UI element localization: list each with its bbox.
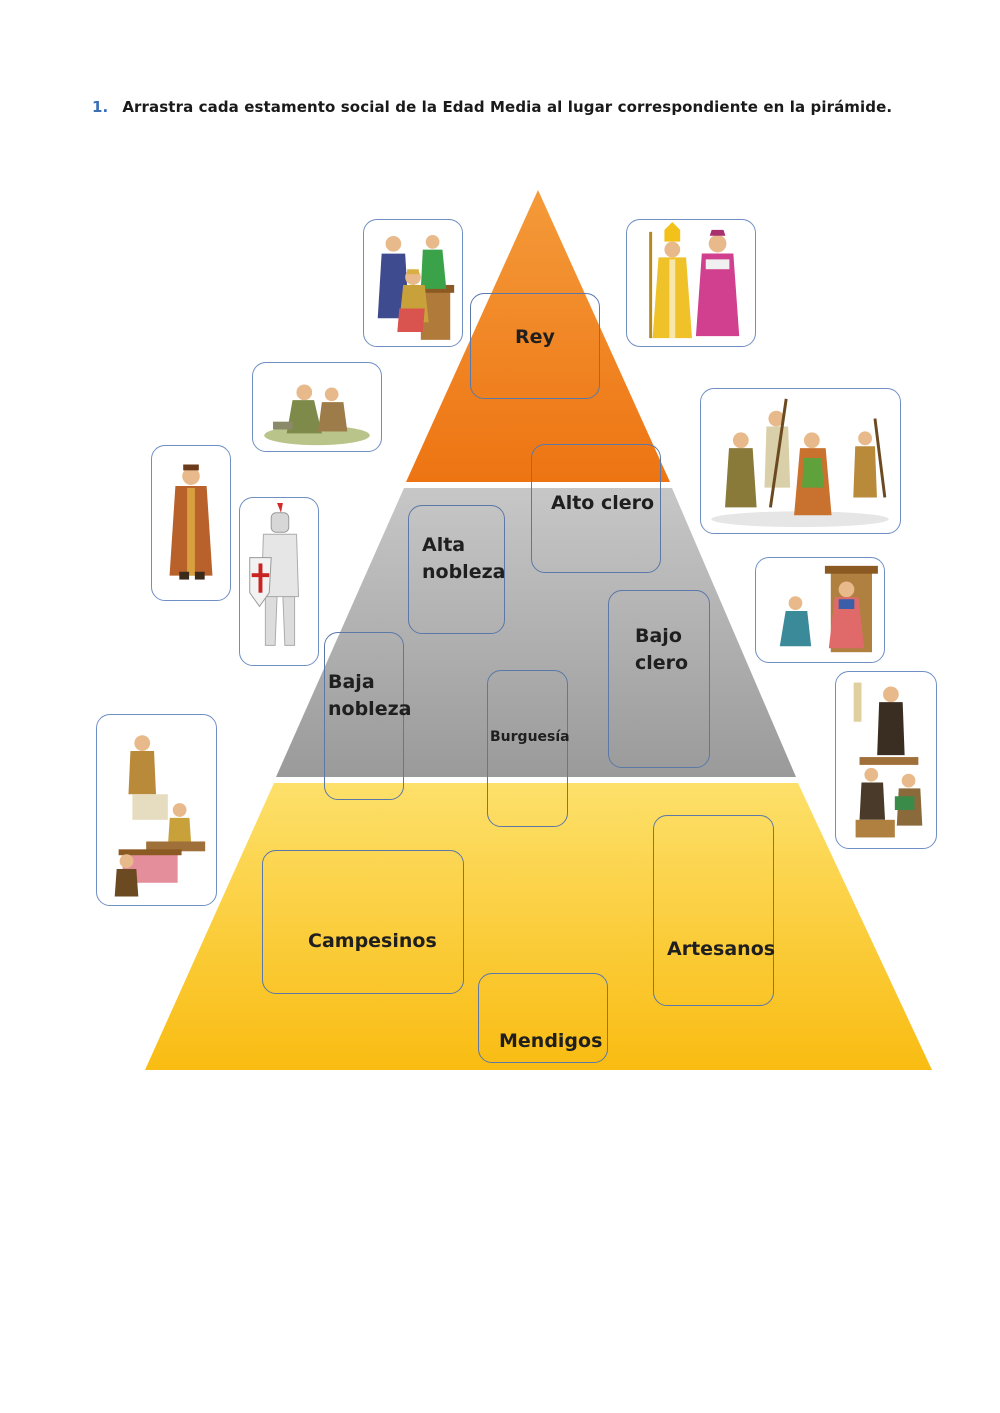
slot-mendigos[interactable]	[478, 973, 608, 1063]
label-alta-nobleza-line1: Alta	[422, 534, 466, 556]
label-artesanos: Artesanos	[667, 938, 776, 960]
slot-bajo-clero[interactable]	[608, 590, 710, 768]
pyramid-bottom-tier	[145, 783, 932, 1070]
label-campesinos: Campesinos	[308, 930, 437, 952]
label-baja-nobleza-line2: nobleza	[328, 698, 412, 720]
instruction-body: Arrastra cada estamento social de la Eda…	[122, 98, 893, 116]
instruction-text: 1. Arrastra cada estamento social de la E…	[92, 98, 892, 116]
label-mendigos: Mendigos	[499, 1030, 603, 1052]
label-rey: Rey	[515, 326, 555, 348]
instruction-number: 1.	[92, 98, 109, 116]
slot-burguesia[interactable]	[487, 670, 568, 827]
label-alta-nobleza-line2: nobleza	[422, 561, 506, 583]
card-peasants-image[interactable]	[700, 388, 901, 534]
card-beggars-image[interactable]	[252, 362, 382, 452]
slot-artesanos[interactable]	[653, 815, 774, 1006]
slot-alto-clero[interactable]	[531, 444, 661, 573]
pyramid-top-tier	[406, 190, 670, 482]
slot-alta-nobleza[interactable]	[408, 505, 505, 634]
card-merchants-image[interactable]	[835, 671, 937, 849]
label-bajo-clero-line2: clero	[635, 652, 689, 674]
slot-baja-nobleza[interactable]	[324, 632, 404, 800]
slot-campesinos[interactable]	[262, 850, 464, 994]
card-noble-image[interactable]	[151, 445, 231, 601]
label-burguesia: Burguesía	[490, 729, 570, 745]
pyramid-middle-tier	[276, 488, 796, 777]
label-bajo-clero-line1: Bajo	[635, 625, 682, 647]
card-craftsmen-image[interactable]	[96, 714, 217, 906]
card-bishops-image[interactable]	[626, 219, 756, 347]
card-priest-image[interactable]	[755, 557, 885, 663]
label-alto-clero: Alto clero	[551, 492, 655, 514]
card-king-court-image[interactable]	[363, 219, 463, 347]
slot-rey[interactable]	[470, 293, 600, 399]
card-knight-image[interactable]	[239, 497, 319, 666]
label-baja-nobleza-line1: Baja	[328, 671, 375, 693]
